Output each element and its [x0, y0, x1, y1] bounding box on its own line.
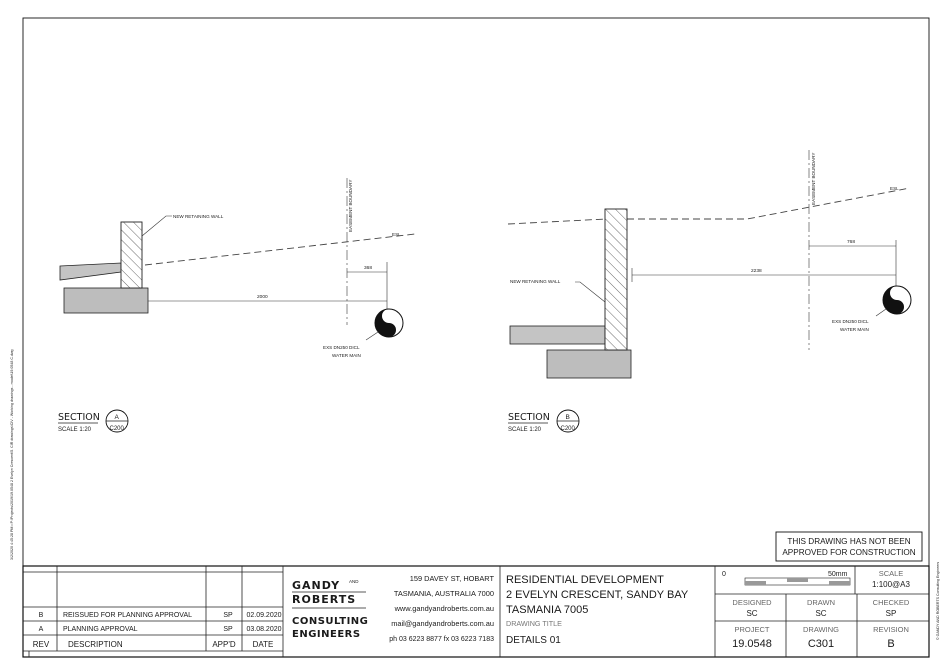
designed-value: SC — [746, 609, 757, 618]
revision-row-a-rev: A — [39, 626, 44, 633]
section-b-drawing: NEW RETAINING WALL EASEMENT BOUNDARY ESL… — [507, 150, 912, 433]
company-phone: ph 03 6223 8877 fx 03 6223 7183 — [389, 636, 494, 643]
svg-text:GANDY: GANDY — [292, 579, 340, 592]
drawn-value: SC — [815, 609, 826, 618]
revision-header-rev: REV — [33, 640, 50, 649]
project-label: PROJECT — [734, 625, 769, 634]
revision-row-a-approved: SP — [223, 626, 233, 633]
section-b-dim-main-text: 2238 — [751, 268, 762, 274]
section-b-title: SECTION — [508, 412, 550, 423]
section-a-pipe-label-1: EXS DN250 DICL — [323, 345, 360, 350]
revision-row-b-approved: SP — [223, 612, 233, 619]
company-address-1: 159 DAVEY ST, HOBART — [410, 574, 495, 583]
revision-table: B REISSUED FOR PLANNING APPROVAL SP 02.0… — [23, 566, 284, 657]
revision-row-a-description: PLANNING APPROVAL — [63, 626, 138, 633]
section-b-easement-label: EASEMENT BOUNDARY — [811, 153, 816, 205]
revision-header-date: DATE — [253, 640, 274, 649]
section-b-marker-ref: C200 — [561, 426, 576, 432]
designed-label: DESIGNED — [732, 598, 772, 607]
approval-stamp-line2: APPROVED FOR CONSTRUCTION — [782, 548, 915, 557]
company-email[interactable]: mail@gandyandroberts.com.au — [391, 619, 494, 628]
checked-label: CHECKED — [873, 598, 910, 607]
checked-value: SP — [886, 609, 897, 618]
section-a-marker-ref: C200 — [110, 426, 125, 432]
company-logo: GANDY AND ROBERTS CONSULTING ENGINEERS — [292, 579, 368, 640]
section-a-title: SECTION — [58, 412, 100, 423]
section-b-dim-easement-text: 768 — [847, 239, 855, 245]
revision-row-b-date: 02.09.2020 — [246, 612, 281, 619]
section-a-retaining-wall — [120, 221, 143, 289]
section-b-wall-label: NEW RETAINING WALL — [510, 279, 561, 284]
section-a-esl-label: ESL — [392, 232, 401, 237]
svg-text:ROBERTS: ROBERTS — [292, 593, 356, 606]
scale-bar: 0 50mm — [722, 571, 851, 586]
svg-text:50mm: 50mm — [828, 571, 848, 578]
section-b-pipe-leader — [875, 308, 887, 317]
revision-row-a-date: 03.08.2020 — [246, 626, 281, 633]
section-b-marker-letter: B — [566, 414, 570, 421]
section-a-slab — [59, 262, 122, 281]
section-a-dim-easement-text: 368 — [364, 265, 372, 271]
section-a-marker-letter: A — [115, 414, 120, 421]
section-b-pipe-label-1: EXS DN250 DICL — [832, 319, 869, 324]
copyright-note: © GANDY AND ROBERTS Consulting Engineers — [936, 562, 940, 640]
section-a-pipe-leader — [365, 331, 379, 341]
project-title-3: TASMANIA 7005 — [506, 604, 588, 616]
section-a-wall-leader — [141, 215, 172, 237]
svg-text:AND: AND — [349, 579, 359, 584]
revision-header-approved: APP'D — [212, 640, 236, 649]
drawing-title-label: DRAWING TITLE — [506, 619, 562, 628]
section-a-esl-line — [144, 233, 416, 266]
revision-label: REVISION — [873, 625, 909, 634]
drawing-label: DRAWING — [803, 625, 839, 634]
drawing-number: C301 — [808, 638, 834, 650]
section-b-scale: SCALE 1:20 — [508, 427, 542, 433]
scale-label: SCALE — [879, 569, 904, 578]
svg-text:0: 0 — [722, 571, 726, 578]
file-path-note: 3/2/2020 4:45:28 PM • P:\Projects\2019\1… — [10, 349, 14, 560]
section-b-esl-line — [507, 218, 607, 225]
section-a-wall-label: NEW RETAINING WALL — [173, 214, 224, 219]
section-b-slab — [509, 325, 606, 345]
title-block: B REISSUED FOR PLANNING APPROVAL SP 02.0… — [22, 565, 930, 658]
approval-stamp-box — [775, 531, 923, 562]
drawn-label: DRAWN — [807, 598, 835, 607]
section-a-scale: SCALE 1:20 — [58, 427, 92, 433]
scale-value: 1:100@A3 — [872, 580, 910, 589]
company-address-2: TASMANIA, AUSTRALIA 7000 — [394, 589, 494, 598]
svg-text:CONSULTING: CONSULTING — [292, 616, 368, 627]
section-b-footing — [546, 349, 632, 379]
section-b-wall-leader — [575, 281, 606, 303]
section-a-pipe-label-2: WATER MAIN — [332, 353, 361, 358]
svg-text:ENGINEERS: ENGINEERS — [292, 629, 361, 640]
drawing-title: DETAILS 01 — [506, 635, 561, 646]
section-a-dim-main-text: 2000 — [257, 294, 268, 300]
section-b-retaining-wall — [604, 208, 628, 351]
project-title-2: 2 EVELYN CRESCENT, SANDY BAY — [506, 589, 689, 601]
company-website[interactable]: www.gandyandroberts.com.au — [394, 604, 494, 613]
approval-stamp-line1: THIS DRAWING HAS NOT BEEN — [787, 537, 910, 546]
revision-row-b-description: REISSUED FOR PLANNING APPROVAL — [63, 612, 192, 619]
revision-row-b-rev: B — [39, 612, 44, 619]
revision-header-description: DESCRIPTION — [68, 640, 123, 649]
section-a-footing — [63, 287, 149, 314]
project-title-1: RESIDENTIAL DEVELOPMENT — [506, 574, 664, 586]
section-b-water-main-icon — [882, 285, 912, 315]
section-b-pipe-label-2: WATER MAIN — [840, 327, 869, 332]
section-a-water-main-icon — [374, 308, 404, 338]
section-a-easement-label: EASEMENT BOUNDARY — [348, 180, 353, 232]
section-b-esl-label: ESL — [890, 186, 899, 191]
section-a-drawing: NEW RETAINING WALL EASEMENT BOUNDARY ESL… — [58, 178, 416, 433]
project-number: 19.0548 — [732, 638, 772, 650]
revision-value: B — [887, 638, 894, 650]
